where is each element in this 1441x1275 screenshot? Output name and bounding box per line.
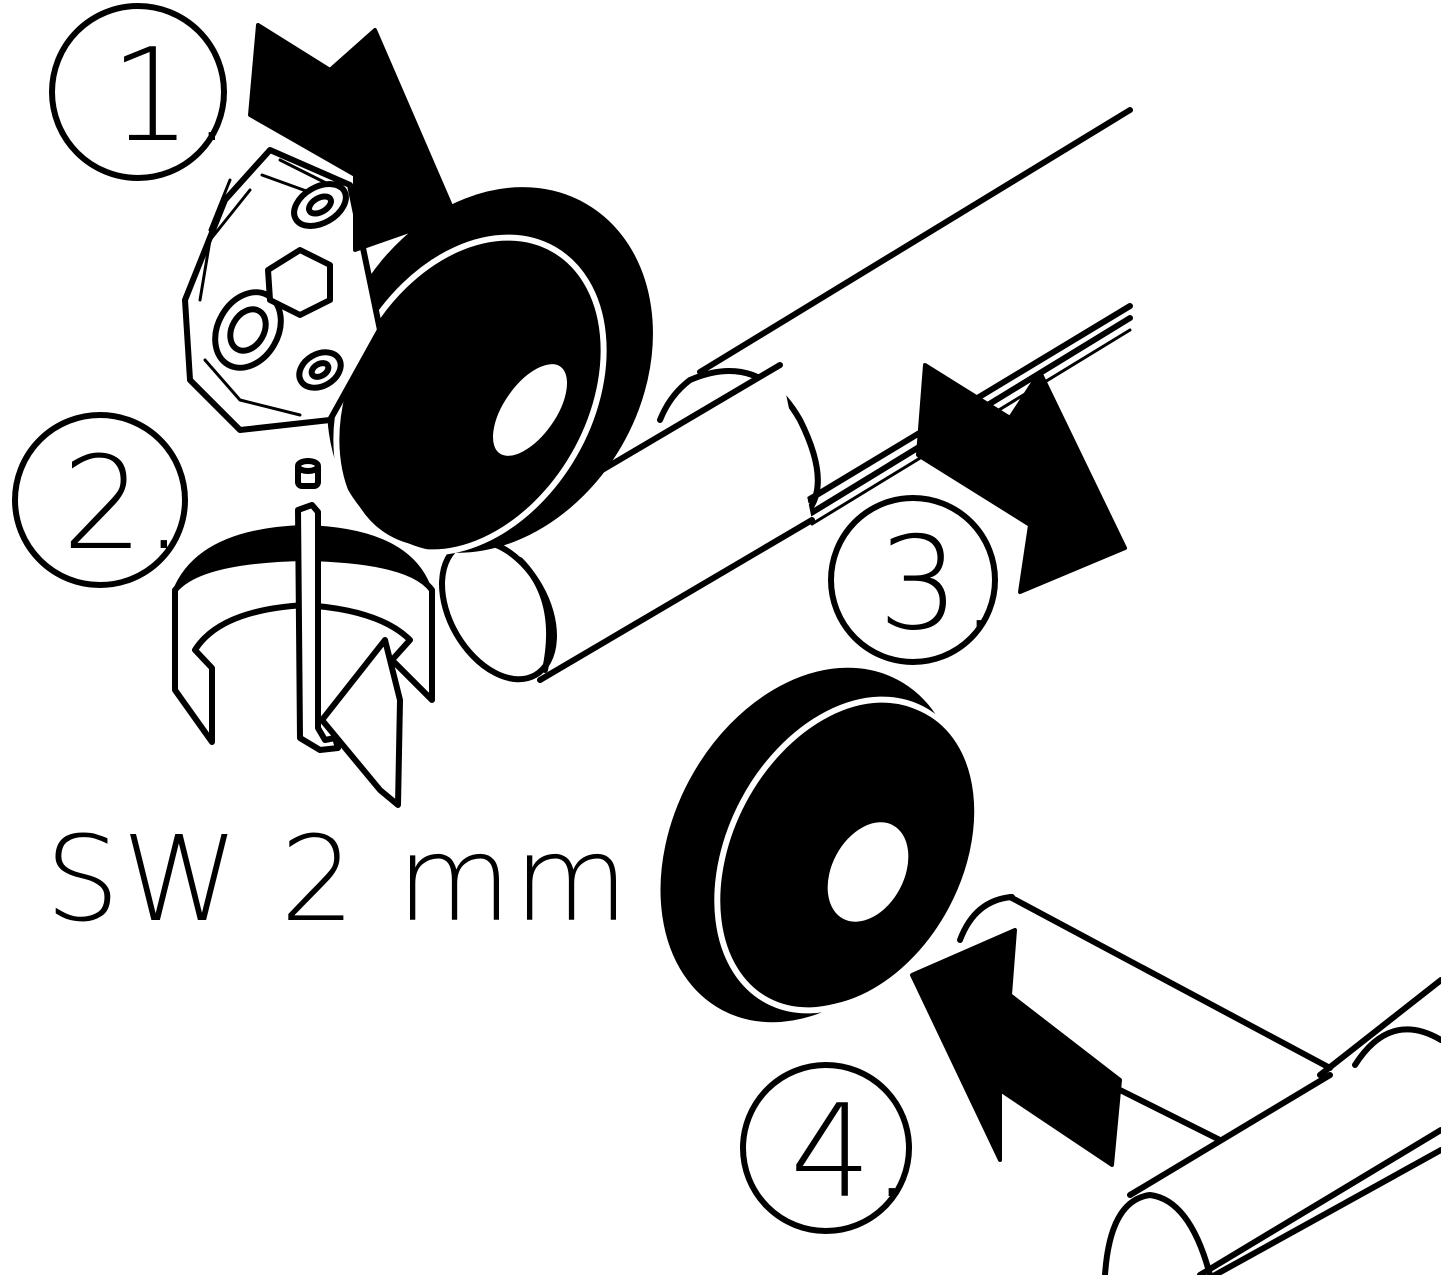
pull-arrow-icon bbox=[916, 363, 1127, 594]
step-1-badge: 1. bbox=[49, 3, 232, 181]
lower-rosette-icon bbox=[660, 667, 976, 1023]
step-3-label: 3. bbox=[878, 510, 1000, 659]
tool-size-label: SW 2 mm bbox=[45, 810, 631, 948]
lower-pipe-icon bbox=[957, 894, 1441, 1275]
push-arrow-icon bbox=[248, 23, 457, 252]
step-4-badge: 4. bbox=[740, 1062, 912, 1234]
upper-rosette-icon bbox=[327, 187, 653, 556]
step-2-label: 2. bbox=[62, 430, 184, 579]
push-up-arrow-icon bbox=[910, 928, 1122, 1167]
step-3-badge: 3. bbox=[828, 495, 1000, 665]
allen-key-icon bbox=[295, 502, 341, 753]
cartridge-icon bbox=[182, 147, 383, 433]
step-4-label: 4. bbox=[790, 1078, 912, 1227]
step-1-label: 1. bbox=[110, 22, 232, 171]
grub-screw-icon bbox=[295, 458, 321, 489]
rotate-arrow-icon bbox=[172, 525, 435, 808]
step-2-badge: 2. bbox=[12, 412, 188, 588]
